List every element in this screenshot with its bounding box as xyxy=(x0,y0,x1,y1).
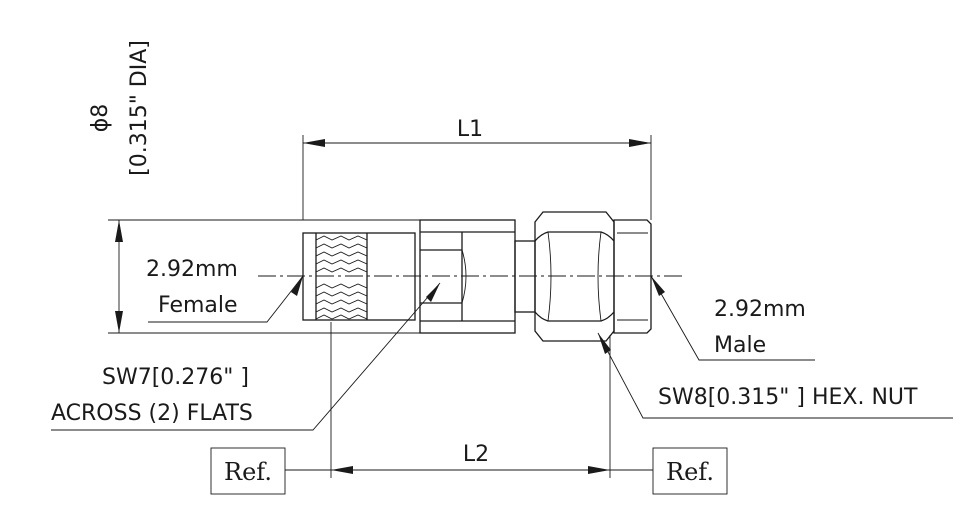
diameter-imperial-label: [0.315" DIA] xyxy=(127,40,152,176)
female-threaded-section xyxy=(302,232,416,321)
female-gender-label: Female xyxy=(158,293,238,318)
l2-dimension: L2 xyxy=(285,322,653,478)
connector-body xyxy=(258,211,686,342)
connector-neck xyxy=(514,240,536,313)
ref-right-label: Ref. xyxy=(666,458,714,486)
male-size-label: 2.92mm xyxy=(714,297,806,322)
l1-dimension: L1 xyxy=(302,117,652,220)
diameter-dimension: ϕ8 [0.315" DIA] xyxy=(88,40,420,334)
sw7-callout: SW7[0.276" ] ACROSS (2) FLATS xyxy=(51,282,441,431)
sw8-label: SW8[0.315" ] HEX. NUT xyxy=(658,385,918,410)
ref-box-right: Ref. xyxy=(652,447,728,495)
male-end xyxy=(613,219,652,334)
sw7-label-line2: ACROSS (2) FLATS xyxy=(51,401,253,426)
sw8-hex-nut xyxy=(534,211,615,342)
sw7-flats-body xyxy=(419,219,516,334)
ref-left-label: Ref. xyxy=(224,458,272,486)
male-callout: 2.92mm Male xyxy=(650,275,815,361)
ref-box-left: Ref. xyxy=(210,447,286,495)
diameter-label: ϕ8 xyxy=(88,104,113,133)
sw7-label-line1: SW7[0.276" ] xyxy=(102,365,249,390)
male-gender-label: Male xyxy=(714,333,766,358)
l2-label: L2 xyxy=(463,442,489,467)
l1-label: L1 xyxy=(457,117,483,142)
female-callout: 2.92mm Female xyxy=(146,257,304,323)
sw8-callout: SW8[0.315" ] HEX. NUT xyxy=(597,332,953,419)
female-size-label: 2.92mm xyxy=(146,257,238,282)
